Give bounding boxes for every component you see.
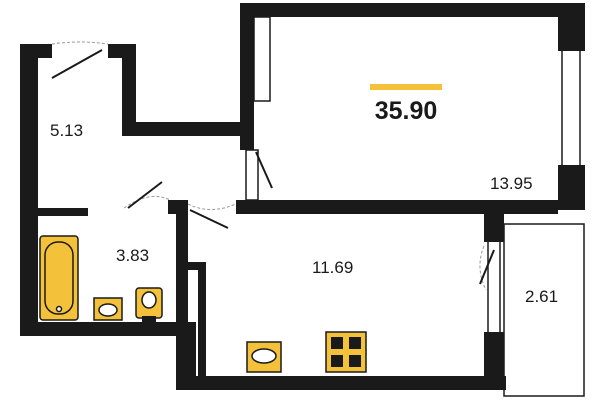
- toilet-bowl: [141, 291, 157, 309]
- wall-kitchen-partition: [186, 262, 206, 270]
- balcony-door-arc: [479, 245, 487, 291]
- bathtub-basin: [44, 241, 74, 315]
- wall-bath-right: [176, 200, 188, 336]
- total-area-bar: [370, 84, 442, 90]
- bath-sink-basin: [98, 303, 118, 317]
- bathtub-icon: [39, 235, 79, 321]
- room-area-bedroom: 13.95: [490, 174, 533, 193]
- fixtures: [39, 235, 367, 373]
- room-area-bathroom: 3.83: [116, 246, 149, 265]
- wall-hall-notch: [122, 44, 136, 136]
- doors: [51, 41, 495, 291]
- wall-hall-kitchen-divider: [240, 136, 254, 150]
- kitchen-sink-basin: [251, 348, 277, 364]
- entrance-door-leaf: [51, 49, 103, 79]
- stove-burner-3: [331, 355, 343, 367]
- walls: [20, 3, 585, 390]
- stove-burner-1: [331, 337, 343, 349]
- room-area-kitchen: 11.69: [312, 258, 353, 277]
- wall-bedroom-right-top: [558, 3, 585, 51]
- wall-kitchen-bottom: [176, 376, 506, 390]
- wall-hall-bath-divider-left: [38, 208, 88, 216]
- sink-icon: [93, 297, 123, 321]
- wall-kitchen-top: [236, 200, 558, 214]
- bedroom-door-frame: [245, 149, 259, 201]
- kitchen-door-leaf: [189, 209, 229, 229]
- wall-hall-notch-bottom: [122, 122, 254, 136]
- wall-kitchen-left-lower: [176, 322, 196, 390]
- wall-bedroom-right-bottom: [558, 165, 585, 210]
- wall-top-bedroom: [240, 3, 585, 17]
- room-area-hall: 5.13: [50, 121, 83, 140]
- wall-door-jamb: [254, 200, 258, 214]
- balcony-door-leaf: [479, 249, 495, 285]
- stove-burner-2: [349, 337, 361, 349]
- wall-kitchen-partition-vertical: [198, 262, 206, 378]
- wall-bedroom-left: [240, 3, 254, 143]
- room-area-balcony: 2.61: [525, 287, 558, 306]
- kitchen-sink-icon: [246, 341, 282, 373]
- bathtub-drain: [55, 305, 63, 313]
- wall-left-exterior: [20, 44, 38, 336]
- wall-hall-bath-divider-right: [168, 200, 188, 214]
- kitchen-door-arc: [187, 203, 237, 210]
- bedroom-door-leaf: [255, 151, 273, 189]
- wall-bath-bottom: [20, 322, 190, 336]
- total-area: 35.90: [375, 97, 438, 125]
- stove-burner-4: [349, 355, 361, 367]
- bath-door-leaf: [127, 181, 163, 209]
- entrance-door-arc: [51, 41, 109, 45]
- thin-outlines: [253, 16, 585, 397]
- bath-door-arc: [123, 195, 171, 209]
- balcony-outline: [503, 223, 585, 397]
- toilet-icon: [135, 287, 163, 322]
- stove-icon: [325, 331, 367, 373]
- wall-kitchen-right-top: [484, 200, 504, 242]
- toilet-base: [142, 316, 156, 322]
- wall-kitchen-right-bottom: [484, 332, 504, 390]
- wardrobe-outline: [253, 16, 271, 102]
